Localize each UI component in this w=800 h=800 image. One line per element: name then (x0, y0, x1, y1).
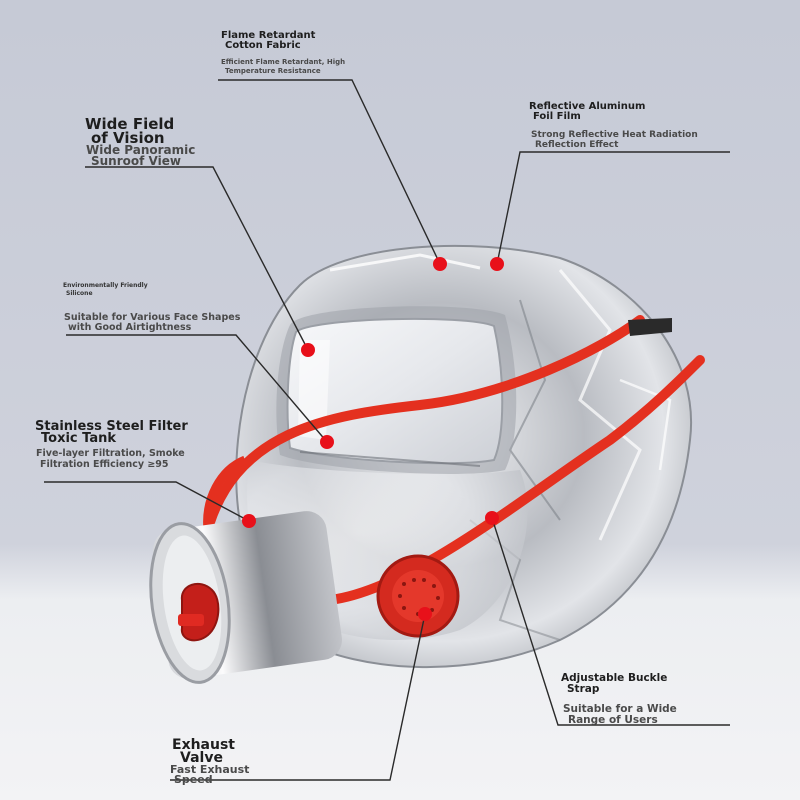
buckle-title: Adjustable Buckle Strap (561, 672, 668, 696)
buckle-detail: Suitable for a Wide Range of Users (563, 703, 677, 727)
marker-reflective-foil (490, 257, 504, 271)
flame-retardant-title: Flame Retardant Cotton Fabric (221, 30, 316, 51)
marker-silicone (320, 435, 334, 449)
flame-retardant-detail: Efficient Flame Retardant, High Temperat… (221, 58, 346, 75)
marker-strap (485, 511, 499, 525)
exhaust-title: Exhaust Valve (172, 737, 235, 767)
silicone-title: Environmentally Friendly Silicone (63, 282, 148, 297)
wide-view-title: Wide Field of Vision (85, 115, 175, 147)
silicone-detail: Suitable for Various Face Shapes with Go… (64, 312, 241, 334)
reflective-foil-title: Reflective Aluminum Foil Film (529, 101, 646, 122)
wide-view-detail: Wide Panoramic Sunroof View (86, 143, 196, 169)
callout-markers (242, 257, 504, 621)
leader-lines (44, 79, 730, 781)
filter-detail: Five-layer Filtration, Smoke Filtration … (36, 448, 185, 470)
reflective-foil-detail: Strong Reflective Heat Radiation Reflect… (531, 130, 698, 151)
marker-exhaust-valve (418, 607, 432, 621)
marker-flame-retardant (433, 257, 447, 271)
exhaust-detail: Fast Exhaust Speed (170, 763, 250, 787)
filter-title: Stainless Steel Filter Toxic Tank (35, 419, 188, 447)
escape-hood (149, 244, 705, 684)
marker-filter (242, 514, 256, 528)
marker-visor (301, 343, 315, 357)
